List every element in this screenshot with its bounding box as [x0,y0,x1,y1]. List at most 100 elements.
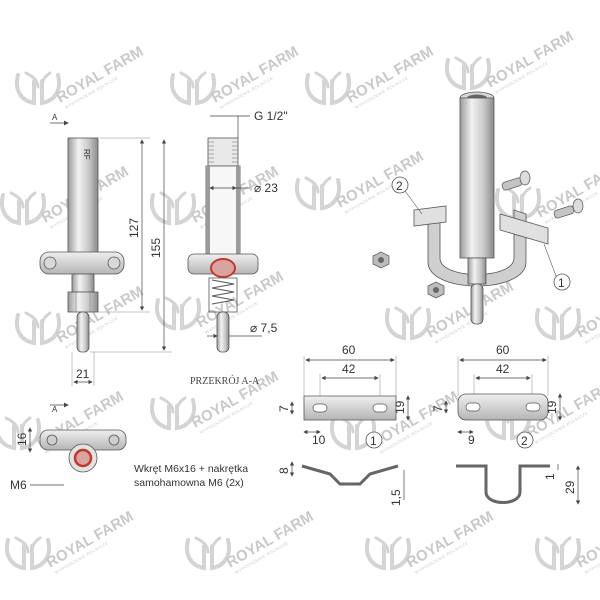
watermark-glyph [154,296,202,330]
watermark-glyph [14,311,62,345]
p1-dim-19: 19 [393,400,407,414]
bottom-bolt-left [46,434,58,446]
watermark-glyph [149,191,197,225]
p1-dim-42: 42 [342,362,356,376]
dim-21: 21 [76,367,90,381]
p1-dim-10: 10 [312,433,326,447]
seal-ring [210,258,236,278]
watermark-brand: ROYAL FARM [484,28,577,91]
watermark-glyph [294,176,342,210]
p1-plate-top [303,395,397,421]
p2-u-profile [456,464,550,504]
iso-callout-1: 1 [558,276,565,290]
section-pin [216,311,230,353]
spring [211,279,235,305]
watermark-glyph [384,306,432,340]
watermark-glyph [534,536,582,570]
dim-127: 127 [127,218,141,238]
bolt-note-line1: Wkręt M6x16 + nakrętka [134,463,248,475]
clamp-part-2: 60 42 7 19 9 2 1 29 [431,343,581,505]
diameter-23: ⌀ 23 [254,181,278,195]
watermark-glyph [149,396,197,430]
iso-clamp-ear [499,213,549,245]
bolt-head-left [43,256,57,270]
watermark-brand: ROYAL FARM [44,508,137,571]
dim-m6: M6 [10,478,27,492]
thread-label: G 1/2" [254,109,288,123]
p2-dim-9: 9 [468,433,475,447]
side-view: A A RF 127 155 21 [39,113,172,414]
watermark-glyph [364,536,412,570]
lower-body [71,273,95,293]
bottom-bolt-right [108,434,120,446]
dim-16: 16 [15,432,29,446]
bolt-head-right [107,256,121,270]
watermark-brand: ROYAL FARM [209,43,302,106]
valve-pin [76,311,90,353]
p1-callout: 1 [370,434,377,448]
diameter-7-5: ⌀ 7,5 [250,321,278,335]
watermark-brand: ROYAL FARM [344,43,437,106]
iso-callout-2-circle [391,176,409,194]
p2-dim-19: 19 [545,400,559,414]
section-wall-right [236,166,240,260]
watermark-glyph [184,536,232,570]
p2-plate-top [457,393,549,421]
section-view: G 1/2" ⌀ 23 ⌀ 7,5 P [187,109,288,387]
p1-dim-60: 60 [342,343,356,357]
watermark-glyph [14,71,62,105]
p2-slot-right [525,402,541,412]
watermark-brand: ROYAL FARM [334,148,427,211]
p1-dim-7: 7 [277,405,291,412]
p2-dim-1: 1 [543,473,557,480]
watermark-brand: ROYAL FARM [404,508,497,571]
section-tube [205,165,241,261]
watermark-brand: ROYAL FARM [54,43,147,106]
hex-nut [67,291,99,313]
iso-screw-lower [553,198,584,219]
p1-callout-circle [365,431,383,449]
iso-screw-upper [501,170,531,191]
watermark-glyph [4,536,52,570]
iso-pin [470,283,484,325]
section-marker-top: A [52,113,58,122]
p1-slot-right [372,403,388,413]
bottom-seal [73,448,93,468]
section-marker-bottom: A [52,405,58,414]
iso-callout-2: 2 [396,179,403,193]
watermark-brand: ROYAL FARM [224,508,317,571]
dim-155: 155 [149,238,163,258]
thread-region [207,137,239,167]
p2-dim-42: 42 [496,362,510,376]
iso-tube-body [459,97,495,259]
clamp-part-1: 60 42 7 19 10 1 8 1,5 [277,343,411,506]
watermark-glyph [304,71,352,105]
p2-slot-left [465,402,481,412]
watermark-glyph [444,56,492,90]
watermark-glyph [534,306,582,340]
bolt-note-line2: samohamowna M6 (2x) [134,477,244,489]
section-caption: PRZEKRÓJ A-A [190,375,260,387]
p2-dim-29: 29 [563,480,577,494]
watermark-brand: ROYAL FARM [54,283,147,346]
engraving-rf: RF [82,149,91,160]
section-wall-left [206,166,210,260]
thread-teeth [208,141,238,163]
p2-dim-7: 7 [431,405,445,412]
p1-slot-left [312,403,328,413]
watermark-glyph [169,71,217,105]
p1-bent-profile [301,464,399,486]
p2-callout: 2 [521,434,528,448]
